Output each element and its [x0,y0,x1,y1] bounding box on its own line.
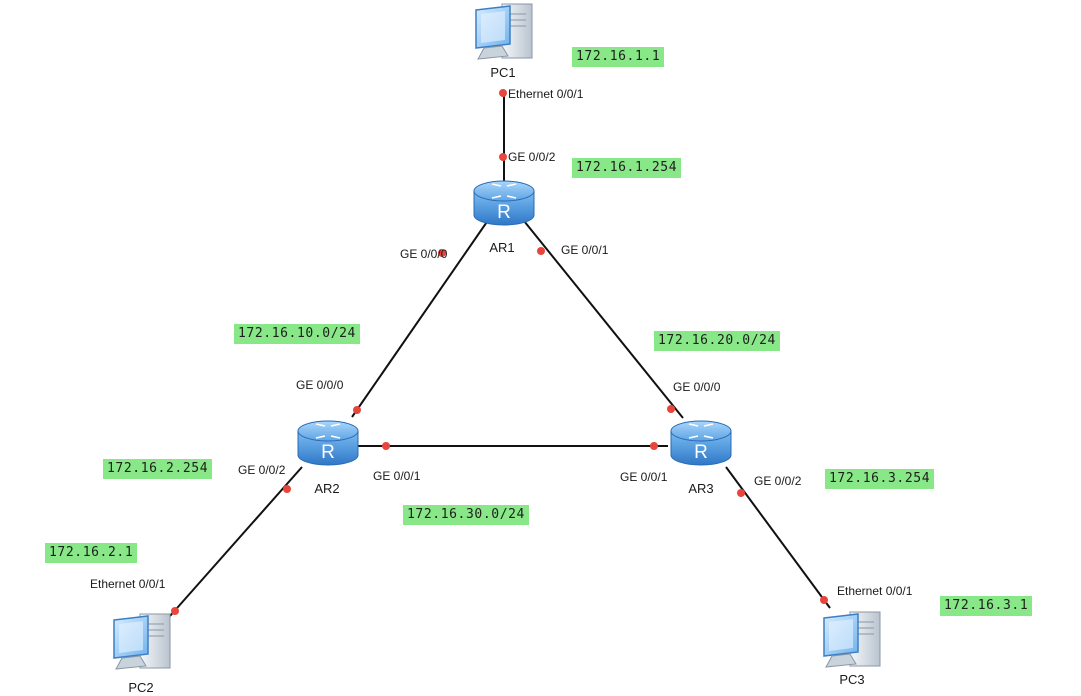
port-dot [737,489,745,497]
port-dot [667,405,675,413]
ip-box-ar3-gateway: 172.16.3.254 [825,469,935,489]
link-ar3-pc3 [725,466,831,609]
pc-icon[interactable] [475,3,533,60]
ip-box-ar1-gateway: 172.16.1.254 [572,158,682,178]
port-dot [499,89,507,97]
link-ar2-pc2 [169,466,303,617]
ip-box-pc1: 172.16.1.1 [572,47,665,67]
pc-icon[interactable] [113,613,171,670]
ip-box-net-ar1-ar3: 172.16.20.0/24 [654,331,780,351]
port-label-pc1-eth: Ethernet 0/0/1 [508,87,584,101]
port-label-pc2-eth: Ethernet 0/0/1 [90,577,166,591]
port-label-ar3-ge000: GE 0/0/0 [673,380,721,394]
port-label-ar2-ge000: GE 0/0/0 [296,378,344,392]
ar2-label: AR2 [314,481,339,496]
link-ar1-ar3 [519,215,684,419]
port-dot [283,485,291,493]
port-dot [537,247,545,255]
ip-box-pc2: 172.16.2.1 [45,543,138,563]
port-label-ar1-ge001: GE 0/0/1 [561,243,609,257]
ip-box-net-ar2-ar3: 172.16.30.0/24 [403,505,529,525]
ar3-label: AR3 [688,481,713,496]
port-label-ar1-ge000: GE 0/0/0 [400,247,448,261]
port-dot [438,249,446,257]
router-icon[interactable] [670,420,732,466]
ip-box-net-ar1-ar2: 172.16.10.0/24 [234,324,360,344]
ip-box-pc3: 172.16.3.1 [940,596,1033,616]
port-label-ar1-ge002: GE 0/0/2 [508,150,556,164]
port-dot [499,153,507,161]
port-label-ar3-ge001: GE 0/0/1 [620,470,668,484]
port-label-pc3-eth: Ethernet 0/0/1 [837,584,913,598]
port-dot [820,596,828,604]
ip-box-ar2-gateway: 172.16.2.254 [103,459,213,479]
port-dot [382,442,390,450]
link-ar1-ar2 [351,215,492,418]
pc-icon[interactable] [823,611,881,668]
port-dot [650,442,658,450]
pc3-label: PC3 [839,672,864,687]
port-label-ar2-ge002: GE 0/0/2 [238,463,286,477]
router-icon[interactable] [473,180,535,226]
pc1-label: PC1 [490,65,515,80]
port-dot [353,406,361,414]
router-icon[interactable] [297,420,359,466]
port-label-ar2-ge001: GE 0/0/1 [373,469,421,483]
ar1-label: AR1 [489,240,514,255]
pc2-label: PC2 [128,680,153,695]
port-label-ar3-ge002: GE 0/0/2 [754,474,802,488]
port-dot [171,607,179,615]
